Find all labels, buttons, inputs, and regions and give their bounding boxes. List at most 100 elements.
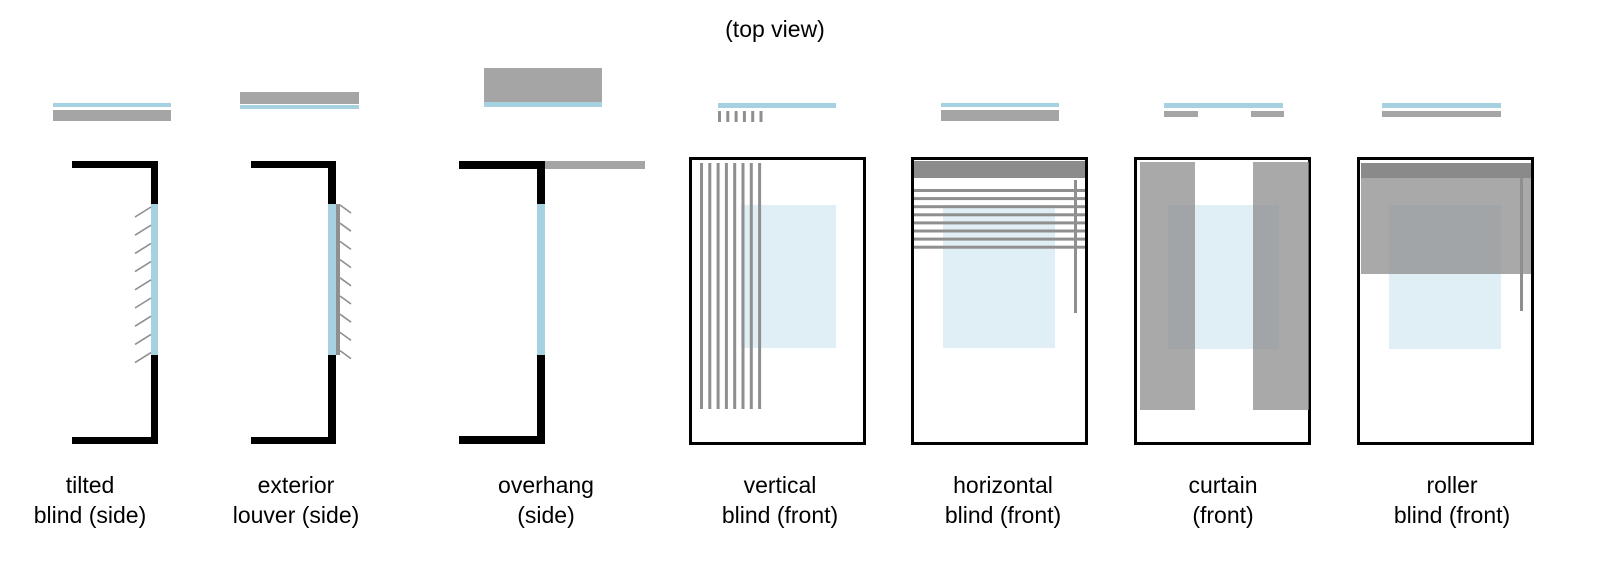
panel-roller-blind [1357,103,1534,445]
top-view-slat [718,111,721,122]
top-view-glass [1164,103,1283,108]
top-view-slat [734,111,738,122]
top-view-glass [484,102,602,107]
vertical-slat [758,163,762,409]
top-view-louver [240,92,359,104]
vertical-slat [700,163,703,409]
louver-slat [134,242,152,255]
top-view-blind [53,110,171,121]
caption-line1: curtain [1188,472,1258,498]
top-view-curtain-right [1251,111,1284,117]
overhang-slab [545,161,645,169]
top-view-glass [240,105,359,109]
pull-cord[interactable] [1074,180,1077,313]
roller-shade [1361,163,1531,274]
caption-roller-blind: roller blind (front) [1352,470,1552,530]
top-view-glass [1382,103,1501,108]
caption-line1: overhang [498,472,594,498]
panel-tilted-blind [53,103,171,444]
louver-slat [134,260,152,273]
horizontal-slat [914,245,1085,249]
top-view-slats [718,111,763,122]
caption-line1: exterior [257,472,335,498]
window-frame [1357,157,1534,445]
caption-tilted-blind: tilted blind (side) [0,470,190,530]
louver-slat [339,295,352,305]
louver-slat [134,297,152,309]
wall-lower [151,355,158,444]
panel-exterior-louver [240,92,359,444]
curtain-right [1253,162,1309,410]
vertical-slats [700,163,762,409]
wall-section [72,161,158,444]
vertical-slat [716,163,720,409]
wall-upper [328,161,336,205]
louver-slat [339,313,352,323]
wall-bottom [459,436,545,444]
caption-line2: blind (front) [944,502,1062,528]
caption-vertical-blind: vertical blind (front) [680,470,880,530]
tilted-louvers [134,206,152,364]
caption-line1: vertical [743,472,817,498]
window-frame [911,157,1088,445]
louver-slat [339,222,352,232]
wall-top [459,161,545,169]
louver-slat [339,258,352,269]
top-view-vertical-blind [718,103,836,122]
caption-horizontal-blind: horizontal blind (front) [903,470,1103,530]
caption-overhang: overhang (side) [446,470,646,530]
top-view-slat [742,111,746,122]
vertical-slat [733,163,737,409]
top-view-blind [941,110,1059,121]
roller-housing [1361,163,1531,178]
louver-slat [339,204,352,214]
top-view-roller-blind [1382,103,1501,117]
horizontal-slat [914,205,1085,209]
window-glass [537,204,545,355]
wall-bottom [251,437,336,444]
top-view-curtain [1164,103,1284,117]
window-pane [741,205,836,348]
pull-cord[interactable] [1520,178,1523,311]
window-glass [151,204,158,355]
caption-line2: louver (side) [232,502,360,528]
vertical-slat [749,163,753,409]
top-view-exterior-louver [240,92,359,109]
panel-overhang [459,68,645,444]
horizontal-slats [914,189,1085,249]
caption-line1: roller [1426,472,1478,498]
top-view-slat [726,111,730,122]
louver-slat [339,331,352,342]
top-view-horizontal-blind [941,103,1059,121]
horizontal-slat [914,213,1085,217]
curtain-left [1140,162,1195,410]
louver-slat [134,279,152,291]
caption-line2: (side) [517,502,575,528]
wall-lower [328,355,336,444]
caption-line2: (front) [1192,502,1254,528]
top-view-slat [751,111,755,122]
horizontal-slat [914,237,1085,241]
vertical-slat [724,163,728,409]
window-frame [1134,157,1311,445]
top-view-overhang [484,68,602,107]
louver-slat [134,206,152,218]
louver-slat [339,277,352,287]
wall-section [459,161,545,444]
wall-section [251,161,336,444]
wall-top [72,161,158,168]
window-glass [328,204,336,355]
wall-bottom [72,437,158,444]
top-view-glass [718,103,836,108]
louver-slat [134,315,152,327]
top-view-blind [1382,111,1501,117]
wall-lower [537,355,545,444]
horizontal-slat [914,189,1085,192]
blind-headrail [914,161,1085,178]
horizontal-slat [914,221,1085,225]
exterior-louvers [339,204,352,360]
panel-vertical-blind [689,103,866,445]
wall-upper [151,161,158,205]
window-frame [689,157,866,445]
